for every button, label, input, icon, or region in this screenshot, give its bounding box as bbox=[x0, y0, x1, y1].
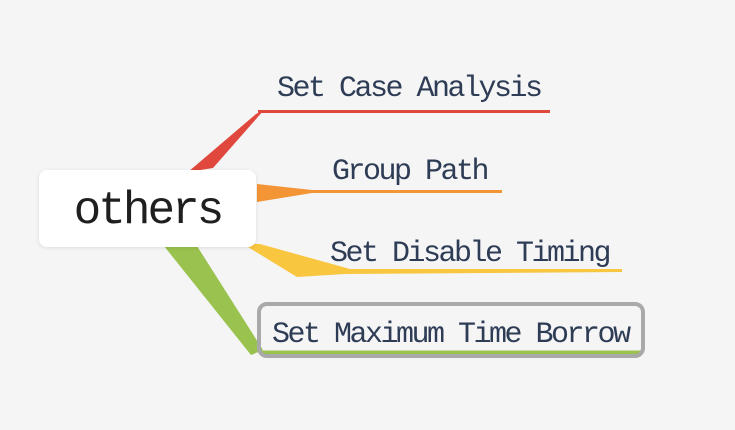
connector-set-case-analysis-curve bbox=[188, 110, 264, 172]
branch-node-group-path[interactable]: Group Path bbox=[332, 155, 490, 189]
branch-node-set-disable-timing[interactable]: Set Disable Timing bbox=[330, 237, 612, 271]
connector-group-path bbox=[257, 184, 502, 202]
connector-set-maximum-time-borrow-underline bbox=[259, 350, 643, 354]
connector-set-case-analysis-underline bbox=[258, 110, 550, 113]
root-node[interactable]: others bbox=[39, 170, 256, 247]
branch-node-set-maximum-time-borrow[interactable]: Set Maximum Time Borrow bbox=[257, 302, 645, 358]
branch-node-set-case-analysis[interactable]: Set Case Analysis bbox=[277, 72, 543, 106]
root-node-label: others bbox=[73, 185, 225, 237]
connector-set-maximum-time-borrow-curve bbox=[164, 246, 263, 355]
branch-node-set-maximum-time-borrow-label: Set Maximum Time Borrow bbox=[272, 318, 631, 352]
connector-set-disable-timing bbox=[243, 244, 622, 277]
